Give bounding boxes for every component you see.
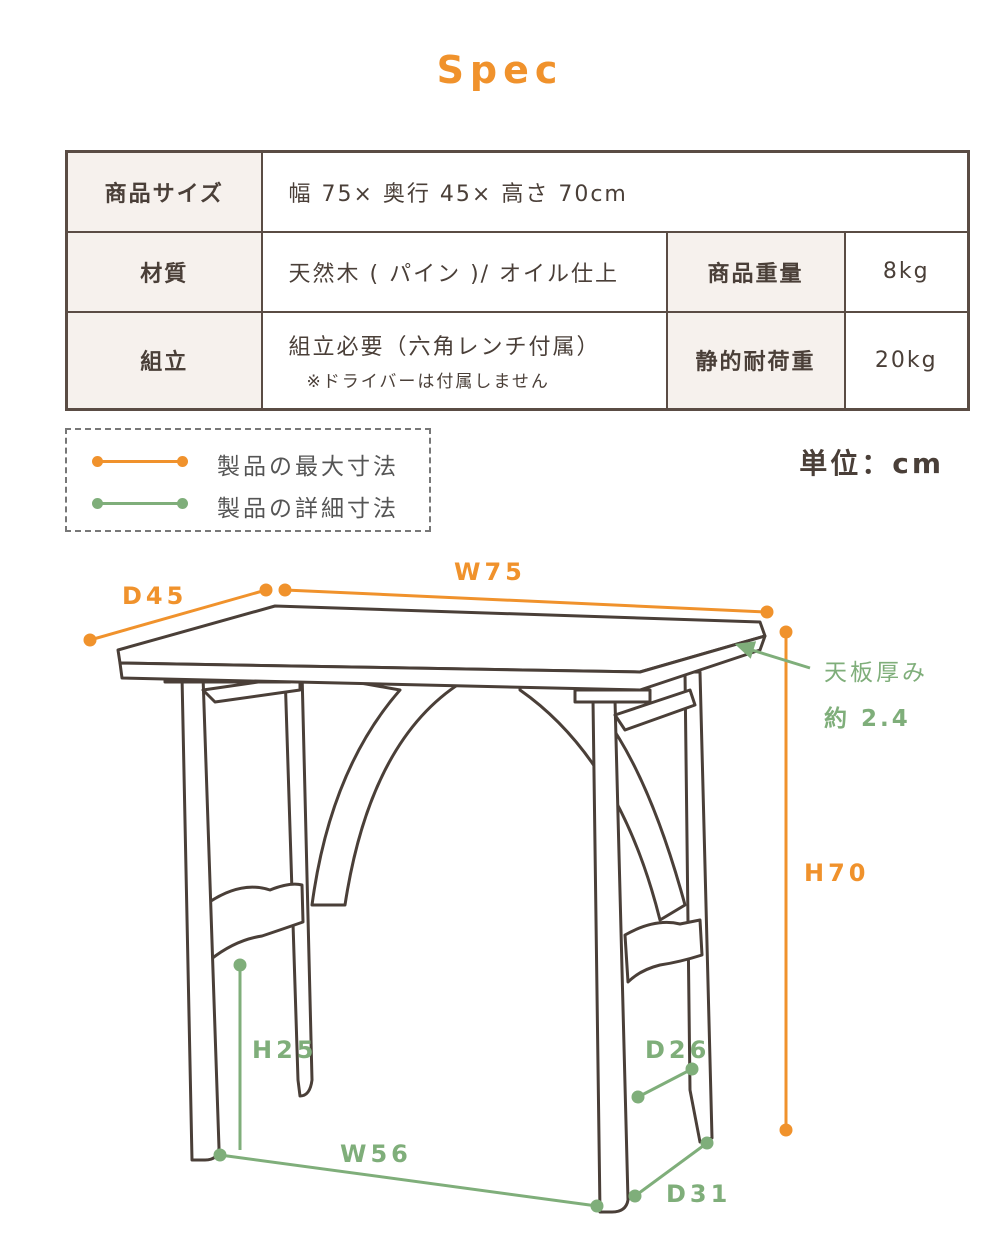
width-label: W75 [454,558,526,586]
leg-height-dot-a [233,958,247,972]
assembly-value: 組立必要（六角レンチ付属） [288,334,601,360]
orange-line-icon [92,456,188,467]
assembly-label: 組立 [65,310,263,411]
assembly-note: ※ドライバーは付属しません [306,371,550,392]
spec-row-size: 商品サイズ 幅 75× 奥行 45× 高さ 70cm [65,150,970,233]
page-title: Spec [436,48,564,92]
size-value: 幅 75× 奥行 45× 高さ 70cm [260,150,970,233]
right-upper-rail [613,688,697,732]
inner-width-label: W56 [340,1140,412,1168]
leg-depth-dot-b [685,1062,699,1076]
top-apron-right [573,688,652,704]
spec-table: 商品サイズ 幅 75× 奥行 45× 高さ 70cm 材質 天然木 ( パイン … [65,150,971,411]
thickness-label: 天板厚み [824,660,928,686]
material-value: 天然木 ( パイン )/ オイル仕上 [260,230,668,313]
leg-depth-label: D26 [645,1036,710,1064]
width-dot-b [760,605,774,619]
inner-width-line [219,1153,598,1208]
load-label: 静的耐荷重 [665,310,846,411]
height-dot-a [779,625,793,639]
bottom-depth-label: D31 [666,1180,731,1208]
right-side-stretcher [623,918,704,984]
width-line [284,588,768,614]
bottom-depth-dot-b [700,1136,714,1150]
legend-max-label: 製品の最大寸法 [217,454,399,480]
legend-detail-label: 製品の詳細寸法 [217,496,399,522]
table-drawing [116,604,767,1214]
detail-dimension-lines [213,641,811,1213]
leg-depth-dot-a [631,1090,645,1104]
spec-row-material: 材質 天然木 ( パイン )/ オイル仕上 商品重量 8kg [65,230,970,313]
depth-label: D45 [122,582,187,610]
inner-width-dot-b [590,1199,604,1213]
height-label: H70 [804,859,869,887]
unit-label: 単位：cm [799,447,944,480]
thickness-value: 約 2.4 [824,705,911,732]
height-dot-b [779,1123,793,1137]
spec-row-assembly: 組立 組立必要（六角レンチ付属） ※ドライバーは付属しません 静的耐荷重 20k… [65,310,970,411]
bottom-depth-line [634,1141,708,1198]
front-right-leg [591,698,630,1214]
depth-dot-b [259,583,273,597]
max-dimension-lines [83,583,793,1137]
weight-value: 8kg [843,230,970,313]
green-line-icon [92,498,188,509]
tabletop-surface [116,604,767,674]
legend-detail: 製品の詳細寸法 [67,484,429,524]
load-value: 20kg [843,310,970,411]
left-side-stretcher [203,882,305,962]
assembly-cell: 組立必要（六角レンチ付属） ※ドライバーは付属しません [260,310,668,411]
bottom-depth-dot-a [628,1189,642,1203]
legend-max: 製品の最大寸法 [67,442,429,482]
left-arch-bracket [310,680,464,907]
width-dot-a [278,583,292,597]
leg-height-label: H25 [252,1036,317,1064]
arrow-head-icon [734,641,757,659]
thickness-arrow [741,645,811,670]
material-label: 材質 [65,230,263,313]
tabletop-edge [118,634,767,692]
depth-line [89,588,267,642]
size-label: 商品サイズ [65,150,263,233]
weight-label: 商品重量 [665,230,846,313]
dimension-legend: 製品の最大寸法 製品の詳細寸法 [65,428,431,532]
depth-dot-a [83,633,97,647]
table-diagram: D45 W75 H70 天板厚み 約 2.4 H25 D26 W56 D31 [83,558,928,1214]
leg-depth-line [637,1067,693,1099]
inner-width-dot-a [213,1148,227,1162]
